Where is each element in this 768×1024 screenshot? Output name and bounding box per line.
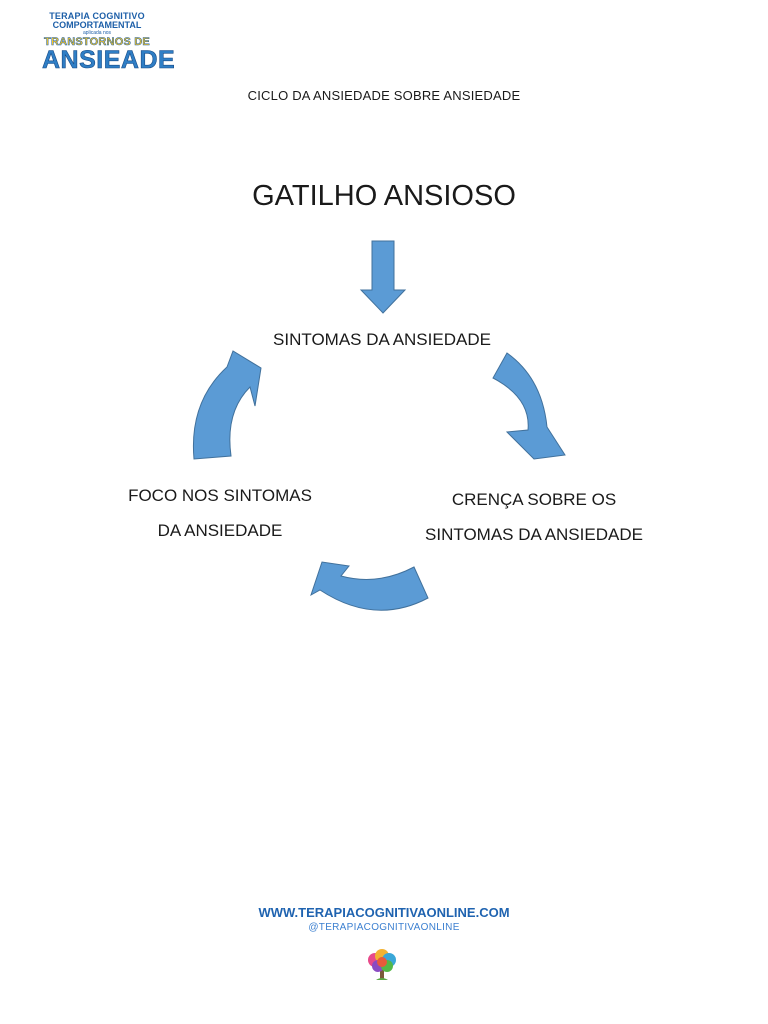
social-handle[interactable]: @TERAPIACOGNITIVAONLINE — [308, 922, 460, 933]
node-focus: FOCO NOS SINTOMAS DA ANSIEDADE — [100, 478, 340, 548]
logo-line-4: TRANSTORNOS DE — [44, 36, 150, 48]
curved-arrow-right-icon — [492, 352, 566, 460]
document-title: CICLO DA ANSIEDADE SOBRE ANSIEDADE — [247, 88, 521, 103]
node-belief-line-1: CRENÇA SOBRE OS — [451, 490, 617, 509]
logo-line-3: aplicada nos — [82, 30, 112, 36]
node-focus-line-1: FOCO NOS SINTOMAS — [128, 486, 312, 505]
node-belief-line-2: SINTOMAS DA ANSIEDADE — [425, 525, 643, 544]
brain-tree-icon — [368, 949, 396, 980]
curved-arrow-left-icon — [192, 350, 262, 460]
node-focus-line-2: DA ANSIEDADE — [157, 521, 283, 540]
logo-line-1: TERAPIA COGNITIVO — [49, 11, 145, 21]
logo-line-2: COMPORTAMENTAL — [52, 20, 142, 30]
node-symptoms: SINTOMAS DA ANSIEDADE — [273, 330, 491, 349]
node-belief: CRENÇA SOBRE OS SINTOMAS DA ANSIEDADE — [404, 482, 664, 552]
curved-arrow-bottom-icon — [310, 561, 429, 611]
down-arrow-icon — [359, 240, 407, 314]
trigger-label: GATILHO ANSIOSO — [252, 180, 516, 212]
website-link[interactable]: WWW.TERAPIACOGNITIVAONLINE.COM — [258, 905, 510, 920]
